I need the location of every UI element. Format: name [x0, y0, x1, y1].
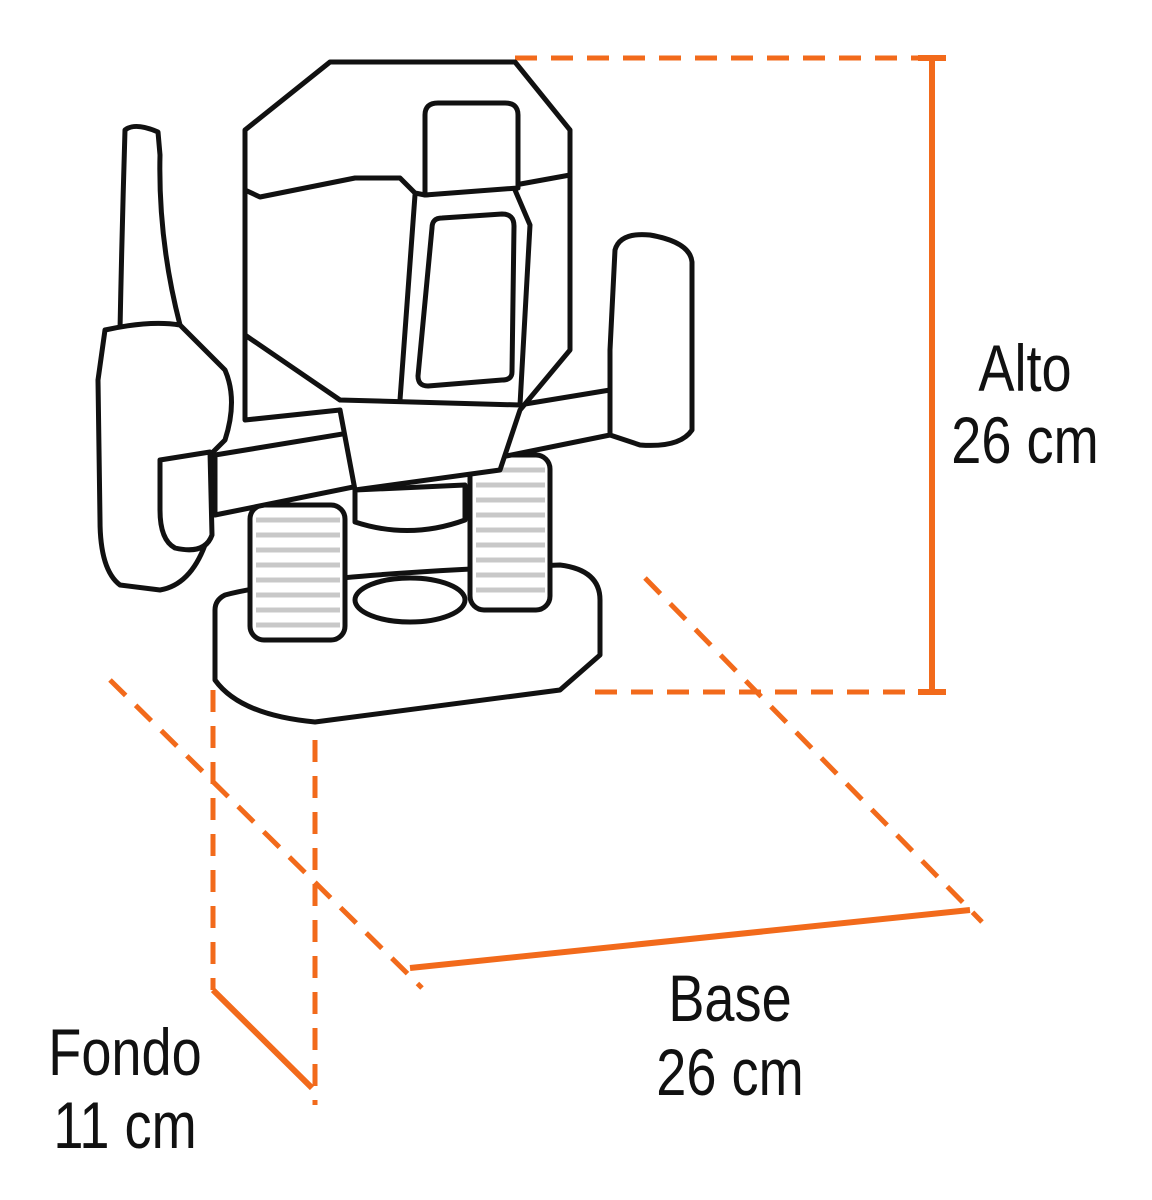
power-cord [117, 124, 183, 333]
height-label: Alto [978, 331, 1072, 405]
body-panel-edge-right [512, 187, 533, 408]
dimension-lines [108, 55, 984, 1105]
body-panel-edge [397, 192, 418, 403]
left-spring [247, 502, 348, 643]
base-hole [352, 575, 468, 625]
speed-window [415, 211, 517, 389]
depth-line [210, 987, 315, 1091]
width-label: Base [668, 961, 792, 1035]
right-handle [607, 232, 695, 448]
right-spring [467, 452, 553, 613]
base-right-guide [643, 576, 984, 924]
top-panel [422, 100, 521, 198]
left-handle-trigger [157, 449, 215, 553]
router-drawing [95, 59, 695, 725]
width-value: 26 cm [656, 1035, 804, 1109]
body-seam-lower [242, 332, 523, 408]
depth-label: Fondo [48, 1015, 202, 1089]
collet [352, 482, 468, 534]
base-left-guide [108, 678, 424, 990]
height-value: 26 cm [951, 403, 1099, 477]
depth-value: 11 cm [53, 1088, 197, 1162]
base-line [409, 907, 971, 971]
